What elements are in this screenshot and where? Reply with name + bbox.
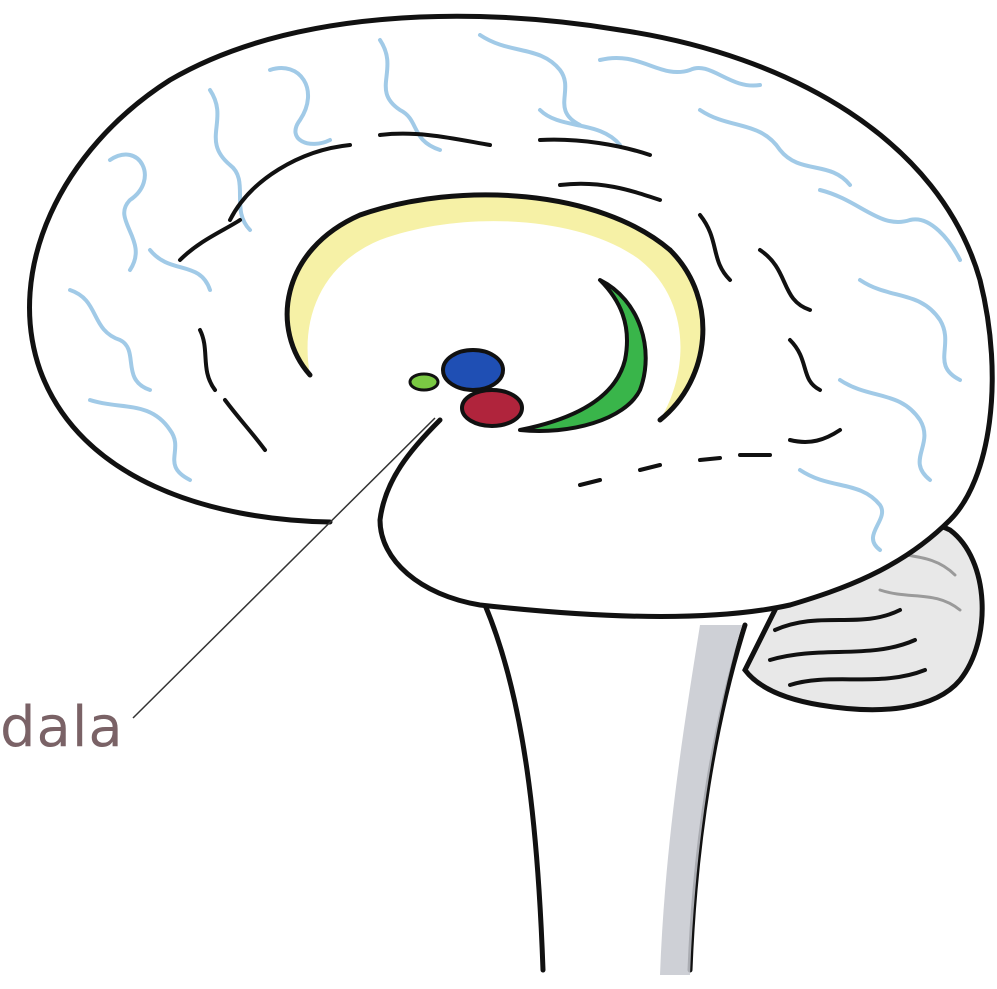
- brainstem: [480, 600, 760, 984]
- small-green-structure: [410, 374, 438, 390]
- amygdala: [462, 390, 522, 426]
- amygdala-label: dala: [0, 700, 124, 756]
- thalamus: [443, 350, 503, 390]
- cerebrum: [30, 16, 993, 616]
